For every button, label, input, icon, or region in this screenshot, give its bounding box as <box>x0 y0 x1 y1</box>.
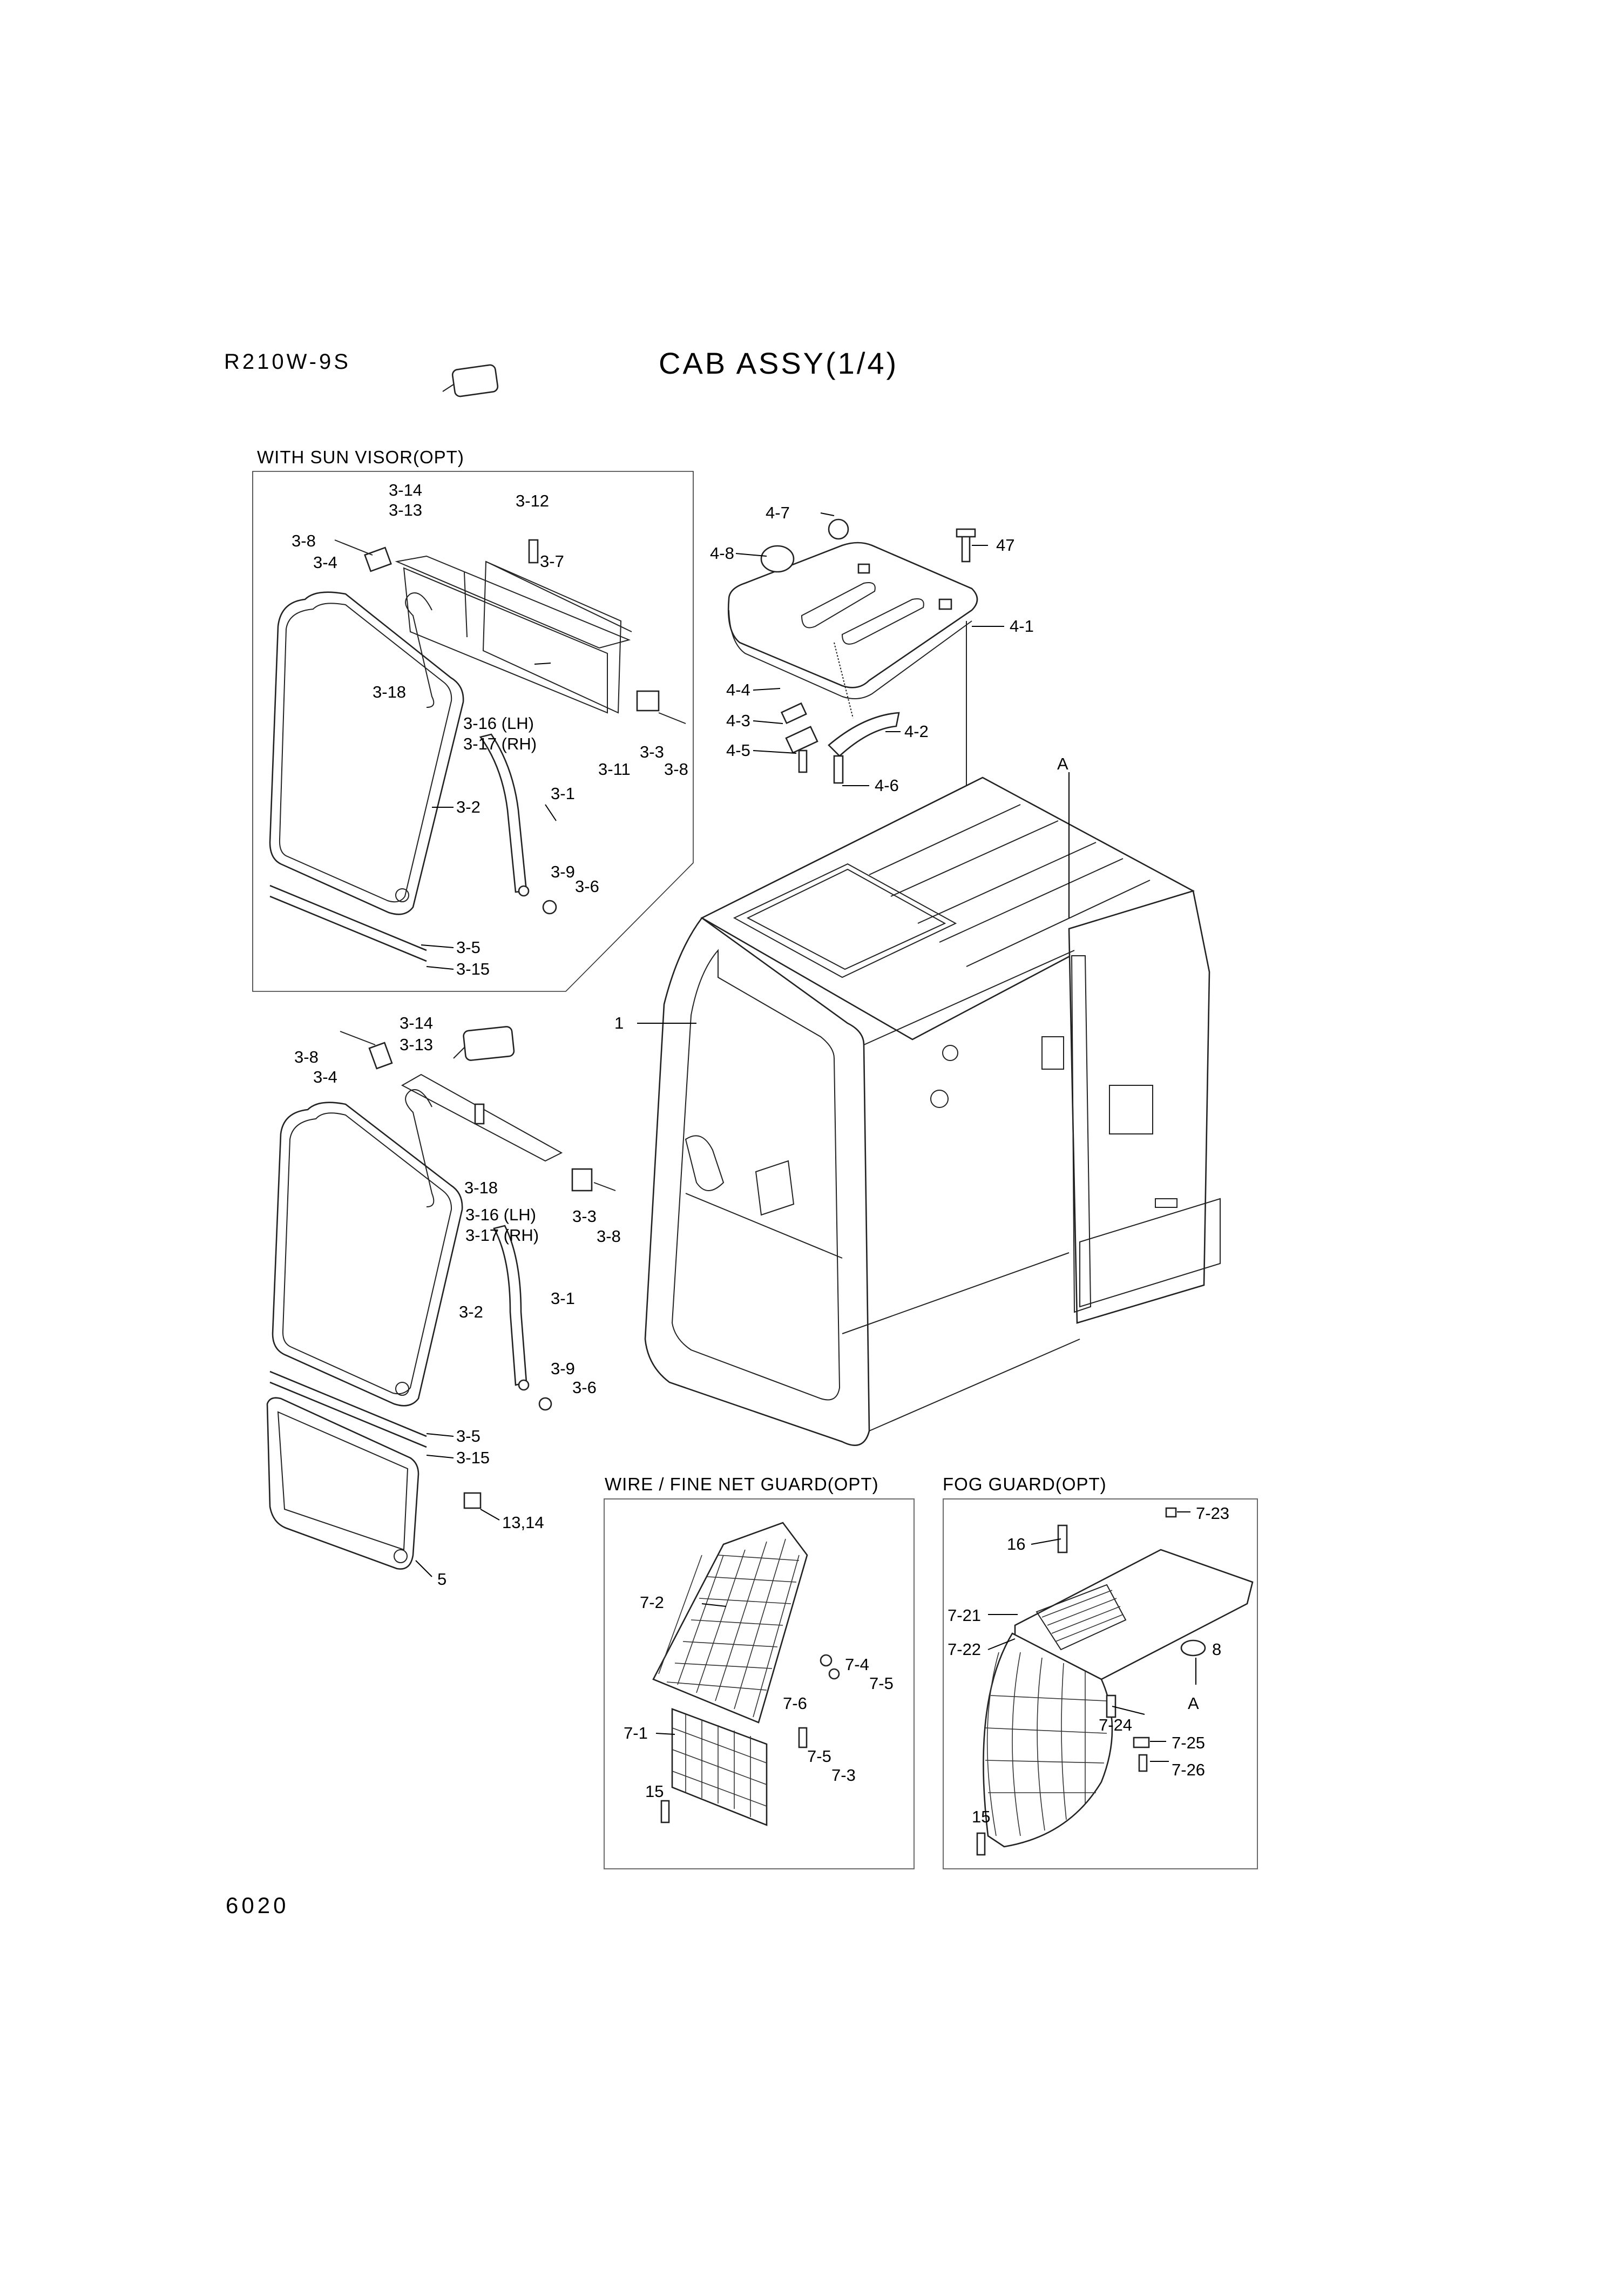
callout-3-12: 3-12 <box>516 491 549 510</box>
callout-4-2: 4-2 <box>904 722 929 741</box>
callout-7-6: 7-6 <box>783 1694 807 1713</box>
callout-7-5a: 7-5 <box>869 1674 894 1693</box>
leader-lines <box>415 512 1196 1762</box>
callout-8: 8 <box>1212 1640 1221 1659</box>
sun-visor-frame <box>252 471 694 992</box>
callout-4-4: 4-4 <box>726 680 750 699</box>
callout-door-3-2: 3-2 <box>459 1302 483 1321</box>
wire-guard-box <box>604 1498 915 1869</box>
callout-4-6: 4-6 <box>875 776 899 795</box>
callout-door-3-15: 3-15 <box>456 1448 490 1467</box>
callout-3-14: 3-14 <box>389 481 422 499</box>
callout-7-24: 7-24 <box>1099 1715 1132 1734</box>
callout-4-1: 4-1 <box>1010 617 1034 636</box>
callout-7-23: 7-23 <box>1196 1504 1229 1523</box>
callout-door-3-17: 3-17 (RH) <box>465 1226 539 1245</box>
wire-guard-assembly <box>652 1522 840 1826</box>
callout-7-1: 7-1 <box>624 1724 648 1742</box>
callout-7-21: 7-21 <box>948 1606 981 1625</box>
callout-door-3-13: 3-13 <box>400 1035 433 1054</box>
callout-3-13: 3-13 <box>389 501 422 519</box>
callout-7-4: 7-4 <box>845 1655 869 1674</box>
callout-5: 5 <box>437 1570 446 1589</box>
callout-3-2: 3-2 <box>456 798 481 816</box>
callout-7-5b: 7-5 <box>807 1747 831 1766</box>
callout-4-7: 4-7 <box>766 503 790 522</box>
callout-A-roof: A <box>1057 754 1068 773</box>
fog-guard-box <box>943 1498 1258 1869</box>
callout-4-3: 4-3 <box>726 711 750 730</box>
roof-hatch-assembly <box>727 518 978 929</box>
callout-3-11: 3-11 <box>598 760 631 779</box>
callout-7-3: 7-3 <box>831 1766 856 1785</box>
callout-7-25: 7-25 <box>1172 1733 1205 1752</box>
callout-3-8: 3-8 <box>292 531 316 550</box>
fog-guard-assembly <box>976 1507 1254 1856</box>
callout-15-fog: 15 <box>972 1807 990 1826</box>
model-number: R210W-9S <box>224 350 351 374</box>
callout-13-14: 13,14 <box>502 1513 544 1532</box>
callout-3-15: 3-15 <box>456 960 490 978</box>
cab-body <box>644 776 1221 1446</box>
callout-1: 1 <box>614 1014 624 1032</box>
callout-3-18: 3-18 <box>373 683 406 701</box>
callout-4-5: 4-5 <box>726 741 750 760</box>
callout-door-3-14: 3-14 <box>400 1014 433 1032</box>
sun-visor-assembly <box>269 364 686 962</box>
callout-3-5: 3-5 <box>456 938 481 957</box>
callout-door-3-16: 3-16 (LH) <box>465 1205 536 1224</box>
callout-door-3-8: 3-8 <box>294 1048 319 1066</box>
callout-labels: 3-14 3-13 3-12 3-8 3-4 3-7 3-18 3-16 (LH… <box>292 481 1229 1826</box>
callout-door-3-6: 3-6 <box>572 1378 597 1397</box>
callout-door-3-8b: 3-8 <box>597 1227 621 1246</box>
page-title: CAB ASSY(1/4) <box>659 346 899 380</box>
wire-guard-label: WIRE / FINE NET GUARD(OPT) <box>605 1474 879 1494</box>
sun-visor-label: WITH SUN VISOR(OPT) <box>257 447 464 467</box>
callout-3-6: 3-6 <box>575 877 599 896</box>
callout-3-4: 3-4 <box>313 553 337 572</box>
callout-door-3-4: 3-4 <box>313 1068 337 1086</box>
page-number: 6020 <box>226 1893 289 1918</box>
fog-guard-label: FOG GUARD(OPT) <box>943 1474 1107 1494</box>
callout-door-3-9: 3-9 <box>551 1359 575 1378</box>
callout-3-7: 3-7 <box>540 552 564 571</box>
callout-15-wire: 15 <box>645 1782 664 1801</box>
callout-47: 47 <box>996 536 1014 555</box>
callout-A-fog: A <box>1188 1694 1199 1713</box>
callout-3-3: 3-3 <box>640 742 664 761</box>
door-assembly <box>266 1026 616 1570</box>
callout-7-2: 7-2 <box>640 1593 664 1612</box>
callout-3-9: 3-9 <box>551 862 575 881</box>
callout-7-22: 7-22 <box>948 1640 981 1659</box>
callout-door-3-3: 3-3 <box>572 1207 597 1226</box>
callout-16: 16 <box>1007 1535 1025 1553</box>
callout-3-16: 3-16 (LH) <box>463 714 534 733</box>
callout-4-8: 4-8 <box>710 544 734 563</box>
mirror-shape <box>451 364 499 397</box>
callout-3-1: 3-1 <box>551 784 575 803</box>
callout-7-26: 7-26 <box>1172 1760 1205 1779</box>
callout-3-8b: 3-8 <box>664 760 688 779</box>
callout-3-17: 3-17 (RH) <box>463 734 537 753</box>
callout-door-3-1: 3-1 <box>551 1289 575 1308</box>
callout-door-3-5: 3-5 <box>456 1427 481 1445</box>
callout-door-3-18: 3-18 <box>464 1178 498 1197</box>
